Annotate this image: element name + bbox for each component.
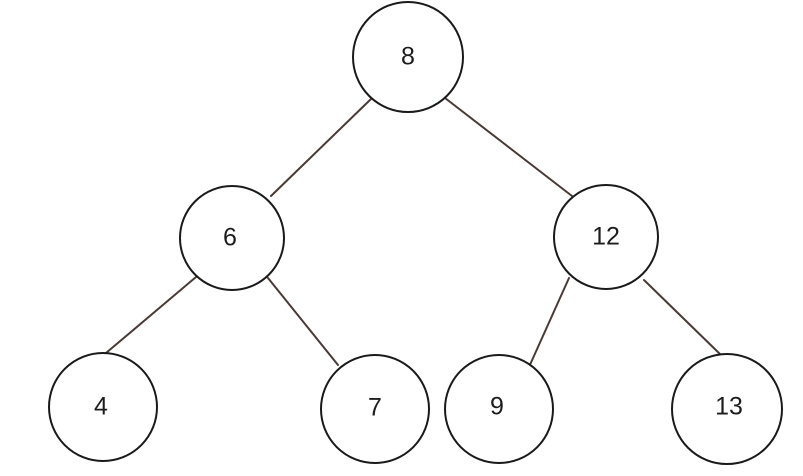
node-circle-7[interactable] bbox=[320, 354, 430, 464]
tree-node-13[interactable]: 13 bbox=[671, 353, 783, 465]
tree-edge-n12-to-n13 bbox=[643, 279, 723, 357]
tree-edge-n8-to-n6 bbox=[270, 98, 372, 197]
tree-node-7[interactable]: 7 bbox=[320, 354, 430, 464]
edge-layer bbox=[105, 97, 723, 368]
tree-node-8[interactable]: 8 bbox=[352, 1, 464, 113]
tree-node-12[interactable]: 12 bbox=[553, 184, 659, 290]
node-layer: 8 6 12 4 7 9 13 bbox=[48, 1, 783, 465]
node-label-13: 13 bbox=[715, 393, 743, 421]
tree-edge-n6-to-n4 bbox=[105, 276, 197, 354]
node-circle-4[interactable] bbox=[48, 352, 158, 462]
node-label-12: 12 bbox=[592, 223, 620, 251]
tree-edge-n12-to-n9 bbox=[528, 277, 570, 368]
node-circle-6[interactable] bbox=[179, 185, 285, 291]
tree-node-9[interactable]: 9 bbox=[444, 354, 554, 464]
node-circle-13[interactable] bbox=[671, 353, 783, 465]
tree-edge-n8-to-n12 bbox=[444, 97, 573, 197]
tree-node-6[interactable]: 6 bbox=[179, 185, 285, 291]
node-label-6: 6 bbox=[223, 224, 237, 252]
node-label-9: 9 bbox=[490, 393, 504, 421]
node-label-4: 4 bbox=[94, 393, 108, 421]
node-circle-9[interactable] bbox=[444, 354, 554, 464]
node-label-7: 7 bbox=[368, 394, 382, 422]
tree-edge-n6-to-n7 bbox=[267, 277, 339, 366]
node-circle-12[interactable] bbox=[553, 184, 659, 290]
node-circle-8[interactable] bbox=[352, 1, 464, 113]
node-label-8: 8 bbox=[401, 43, 415, 71]
tree-node-4[interactable]: 4 bbox=[48, 352, 158, 462]
